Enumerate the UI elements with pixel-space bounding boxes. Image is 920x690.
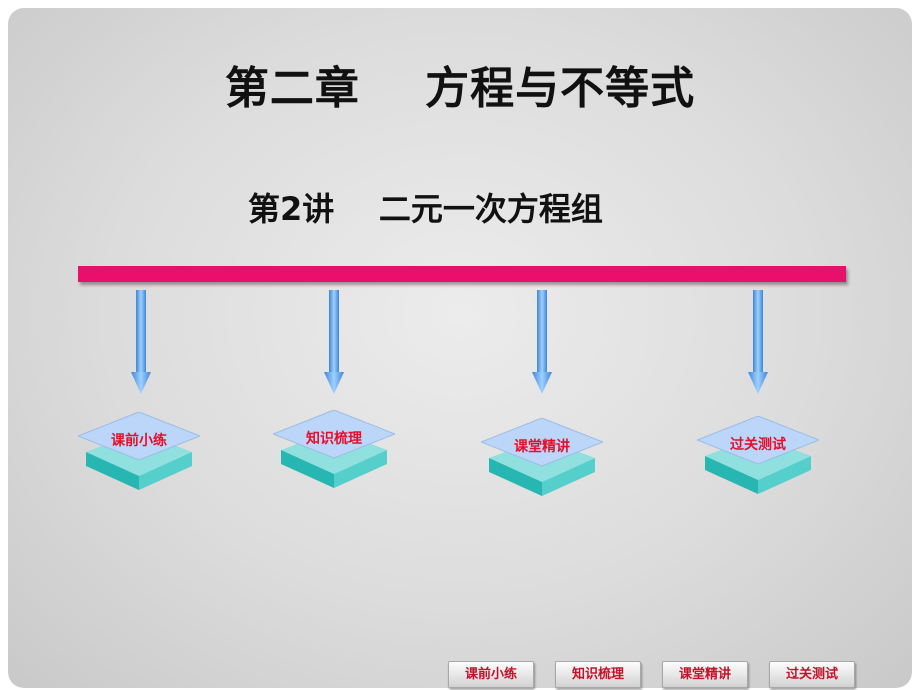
- menu-box-knowledge-review[interactable]: 知识梳理: [273, 410, 395, 490]
- down-arrow-icon: [748, 290, 768, 394]
- menu-box-pass-test[interactable]: 过关测试: [697, 416, 819, 496]
- menu-box-pre-class-practice[interactable]: 课前小练: [78, 412, 200, 492]
- stacked-diamond-icon: [273, 410, 395, 488]
- stacked-diamond-icon: [481, 418, 603, 496]
- menu-box-label: 知识梳理: [306, 431, 362, 447]
- stacked-diamond-icon: [697, 416, 819, 494]
- menu-box-label: 课前小练: [111, 433, 167, 449]
- down-arrow-icon: [532, 290, 552, 394]
- nav-button-pre-class-practice[interactable]: 课前小练: [448, 661, 534, 688]
- stacked-diamond-icon: [78, 412, 200, 490]
- nav-button-knowledge-review[interactable]: 知识梳理: [555, 661, 641, 688]
- down-arrow-icon: [324, 290, 344, 394]
- down-arrow-icon: [131, 290, 151, 394]
- menu-box-label: 课堂精讲: [514, 439, 570, 455]
- menu-box-label: 过关测试: [730, 437, 786, 453]
- nav-button-pass-test[interactable]: 过关测试: [769, 661, 855, 688]
- menu-box-class-lecture[interactable]: 课堂精讲: [481, 418, 603, 498]
- nav-button-class-lecture[interactable]: 课堂精讲: [662, 661, 748, 688]
- timeline-bar: [78, 266, 846, 282]
- lesson-title: 第2讲 二元一次方程组: [248, 190, 603, 228]
- chapter-title: 第二章 方程与不等式: [224, 63, 696, 114]
